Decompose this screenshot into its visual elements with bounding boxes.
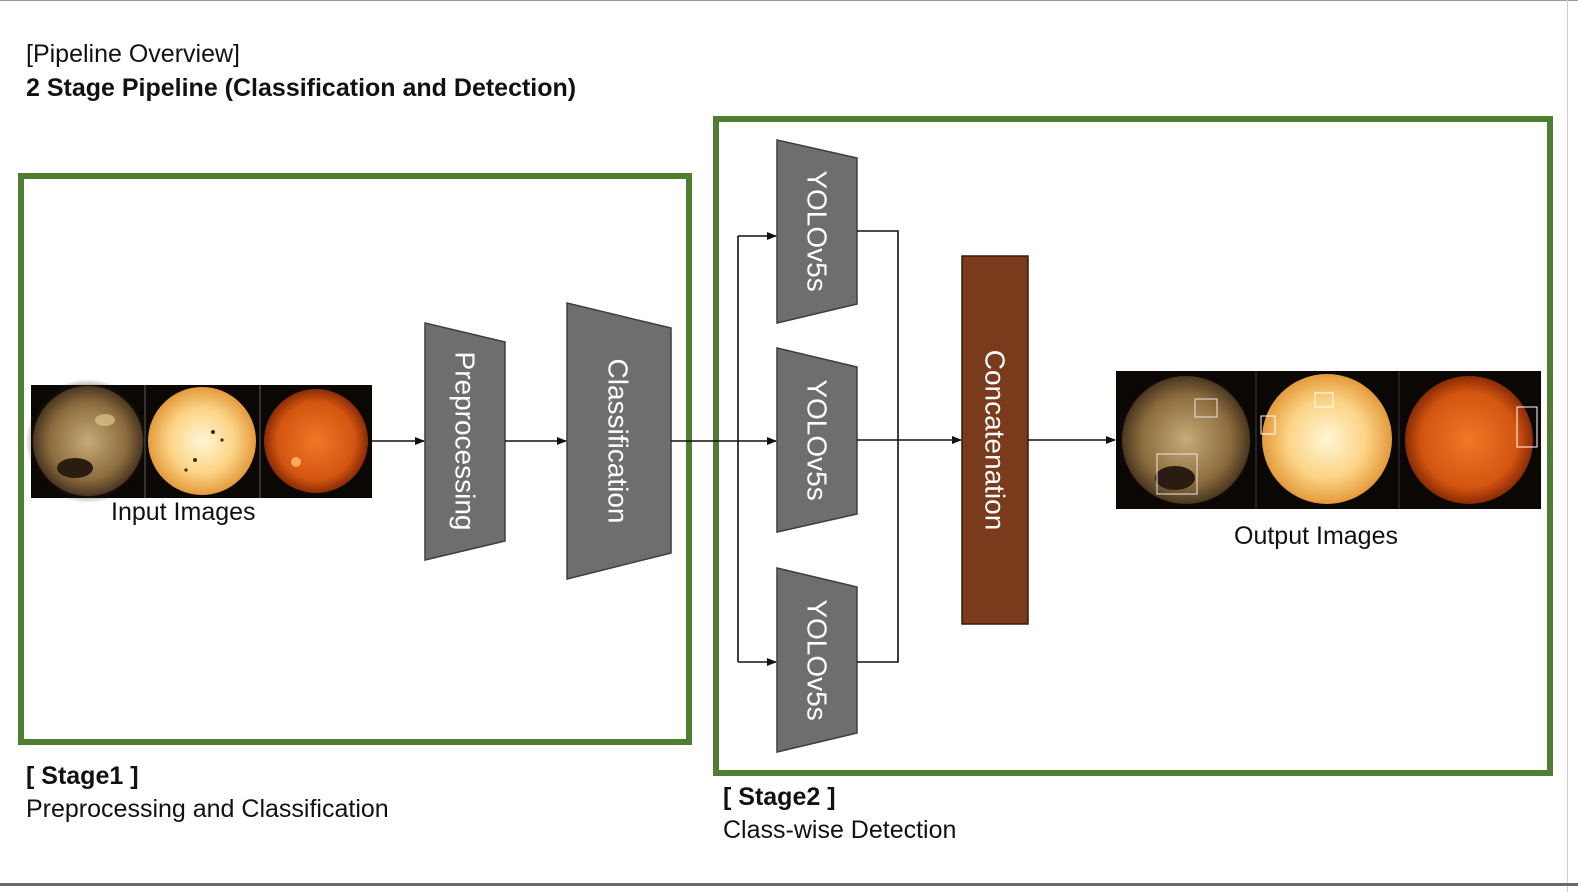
overview-label: [Pipeline Overview] (26, 40, 240, 68)
input-sun-3 (264, 389, 368, 493)
detector-label-1: YOLOv5s (802, 170, 833, 291)
merge-from-detector-1 (857, 230, 899, 663)
concatenation-label: Concatenation (980, 350, 1011, 531)
frame-bottom-border (0, 883, 1578, 886)
detector-block-1 (776, 139, 858, 324)
frame-top-border (0, 0, 1578, 1)
stage1-subtitle: Preprocessing and Classification (26, 795, 389, 823)
arrows (372, 230, 1116, 666)
detector-block-3 (776, 567, 858, 753)
detector-label-3: YOLOv5s (802, 599, 833, 720)
output-sun-2 (1260, 374, 1392, 504)
stage1-frame (18, 173, 692, 745)
output-images (1116, 370, 1541, 510)
input-sun-2 (148, 387, 256, 495)
input-images (26, 379, 372, 503)
stage1-title: [ Stage1 ] (26, 762, 139, 790)
detector-label-2: YOLOv5s (802, 379, 833, 500)
output-images-caption: Output Images (1234, 522, 1398, 550)
classification-label: Classification (603, 359, 634, 524)
input-images-caption: Input Images (111, 498, 256, 526)
preprocessing-block (424, 322, 506, 561)
output-sun-3 (1405, 376, 1538, 504)
detector-block-2 (776, 347, 858, 533)
input-sun-1 (26, 379, 150, 503)
classification-block (566, 302, 672, 580)
frame-right-border (1567, 0, 1568, 892)
concatenation-block (961, 255, 1029, 625)
stage2-title: [ Stage2 ] (723, 783, 836, 811)
overview-title: 2 Stage Pipeline (Classification and Det… (26, 74, 577, 102)
output-sun-1 (1116, 370, 1256, 510)
preprocessing-label: Preprocessing (450, 352, 481, 531)
stage2-subtitle: Class-wise Detection (723, 816, 957, 844)
stage2-frame (713, 116, 1553, 776)
